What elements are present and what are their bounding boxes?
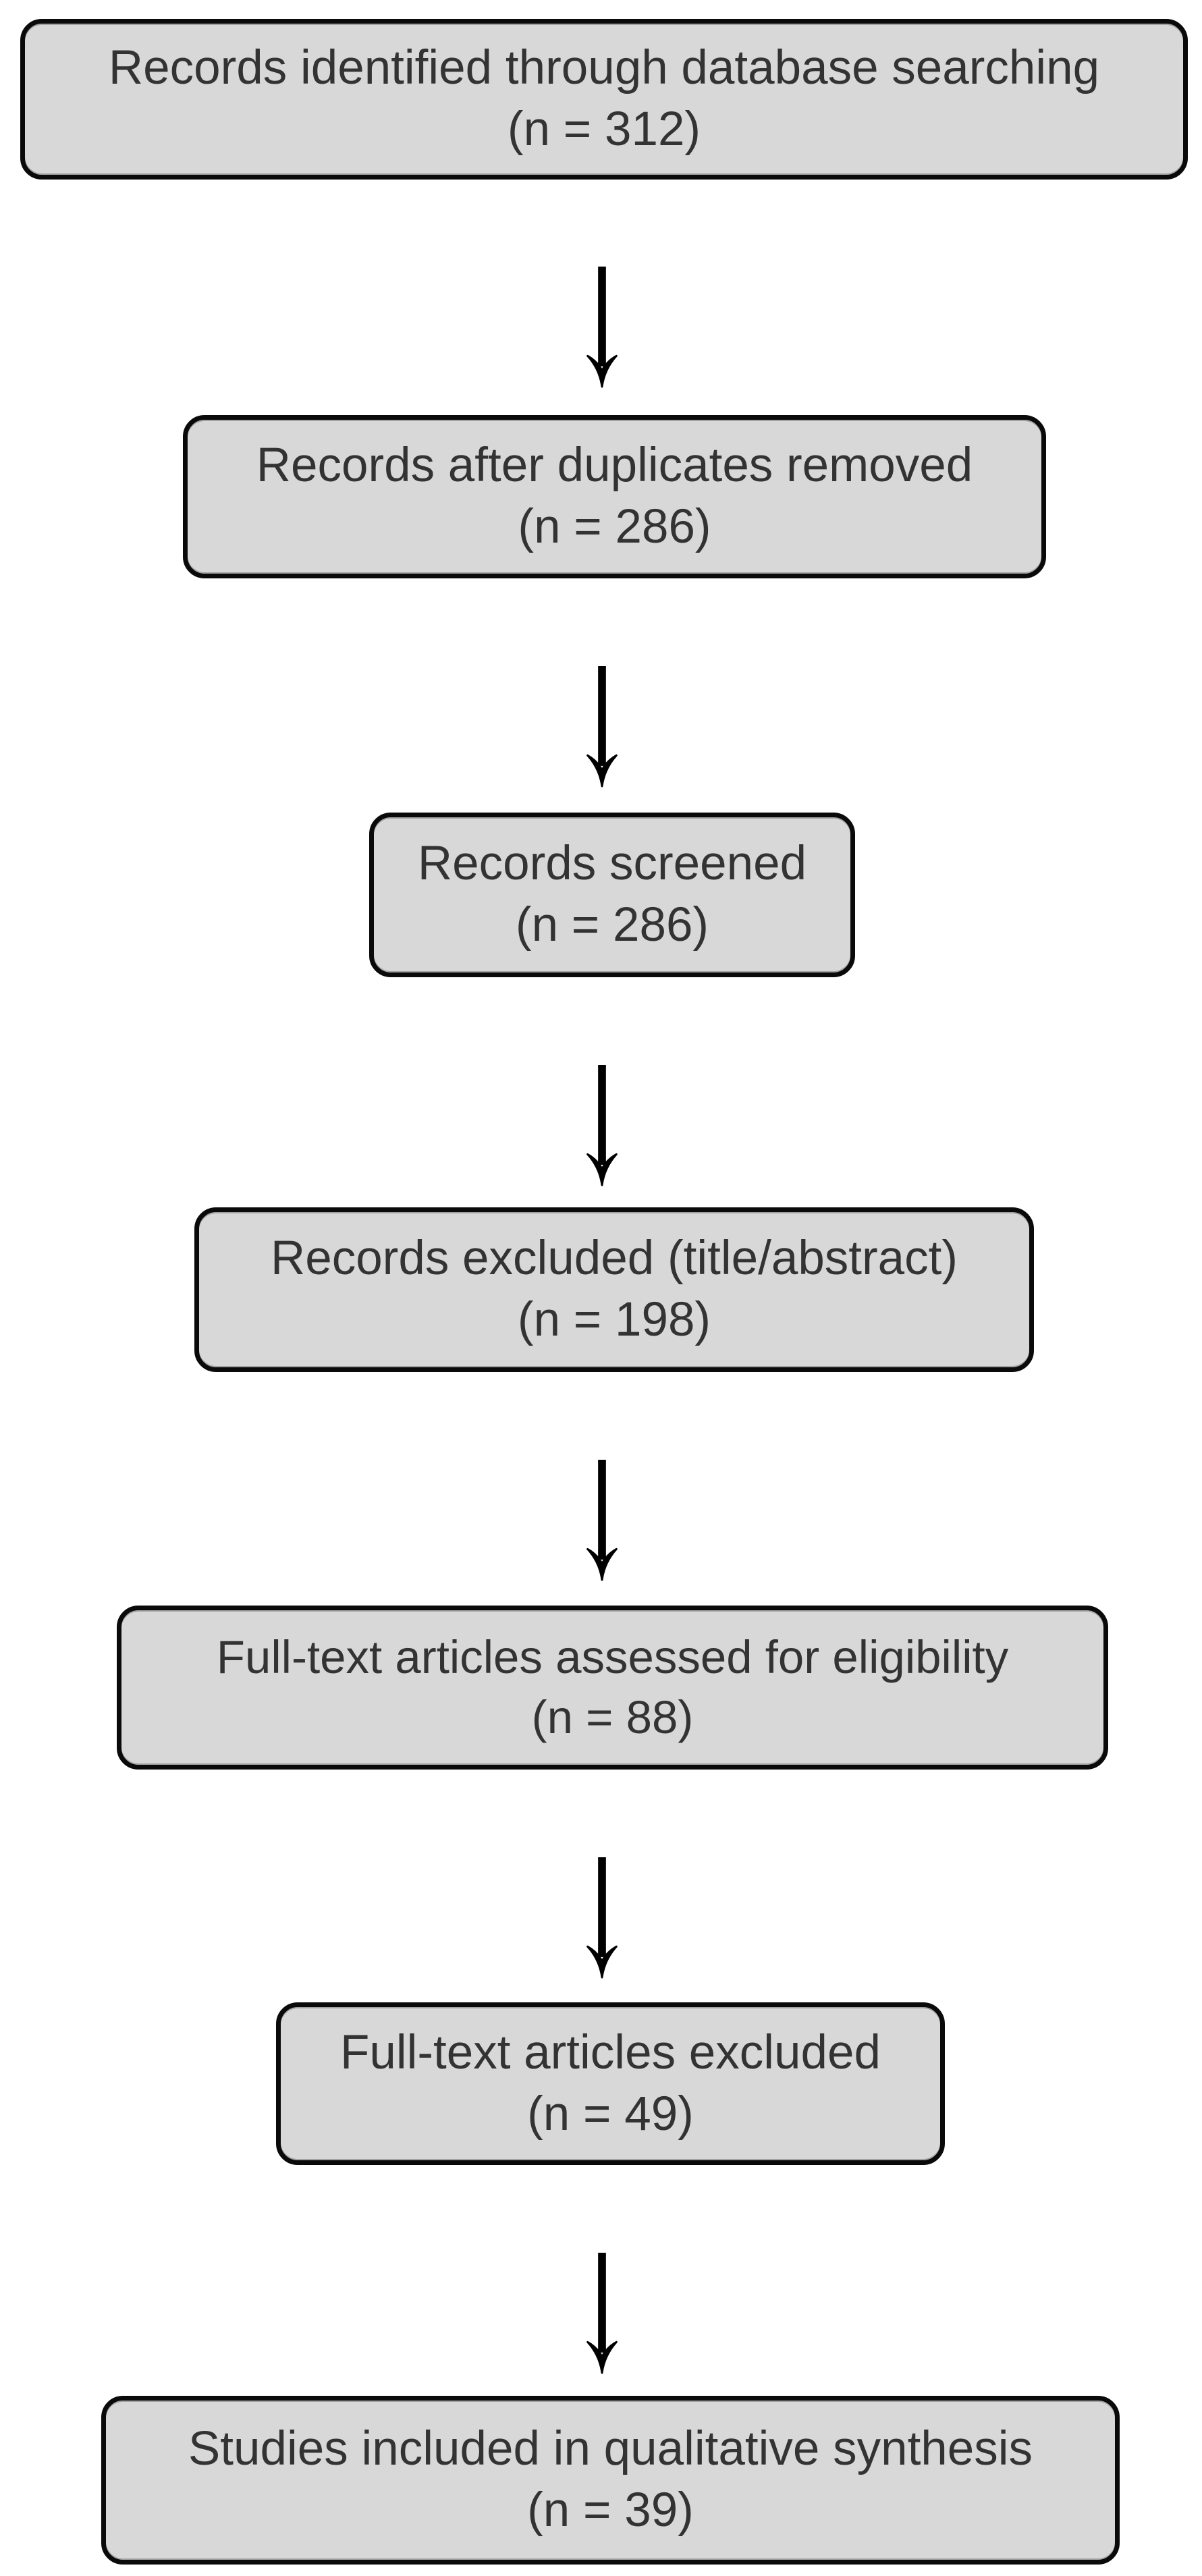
down-arrow-icon xyxy=(586,2253,618,2374)
flow-box-label: Full-text articles excluded xyxy=(339,2025,881,2079)
flow-box-records-screened: Records screened (n = 286) xyxy=(369,813,855,977)
flow-box-label: Full-text articles assessed for eligibil… xyxy=(216,1631,1009,1684)
flow-box-count: (n = 286) xyxy=(518,500,711,553)
flow-box-records-excluded: Records excluded (title/abstract) (n = 1… xyxy=(194,1207,1034,1372)
flow-box-records-identified: Records identified through database sear… xyxy=(20,19,1188,180)
flow-box-count: (n = 286) xyxy=(515,898,709,952)
down-arrow-icon xyxy=(586,1460,618,1581)
flow-box-label: Records after duplicates removed xyxy=(256,439,973,493)
flow-box-count: (n = 312) xyxy=(507,103,701,156)
down-arrow-icon xyxy=(586,1857,618,1979)
flow-box-count: (n = 88) xyxy=(531,1691,694,1743)
flow-box-count: (n = 49) xyxy=(527,2087,694,2141)
flow-box-label: Records identified through database sear… xyxy=(108,41,1100,95)
flow-box-count: (n = 198) xyxy=(517,1293,711,1346)
down-arrow-icon xyxy=(586,1065,618,1186)
flow-box-count: (n = 39) xyxy=(527,2484,694,2537)
flow-box-studies-included: Studies included in qualitative synthesi… xyxy=(101,2396,1120,2565)
flow-box-label: Records screened xyxy=(417,837,807,891)
flow-box-fulltext-assessed: Full-text articles assessed for eligibil… xyxy=(117,1606,1108,1770)
flow-box-label: Studies included in qualitative synthesi… xyxy=(188,2422,1033,2476)
down-arrow-icon xyxy=(586,267,618,388)
flow-box-duplicates-removed: Records after duplicates removed (n = 28… xyxy=(183,415,1046,578)
flow-box-fulltext-excluded: Full-text articles excluded (n = 49) xyxy=(276,2002,945,2165)
flow-box-label: Records excluded (title/abstract) xyxy=(270,1232,958,1286)
down-arrow-icon xyxy=(586,666,618,788)
